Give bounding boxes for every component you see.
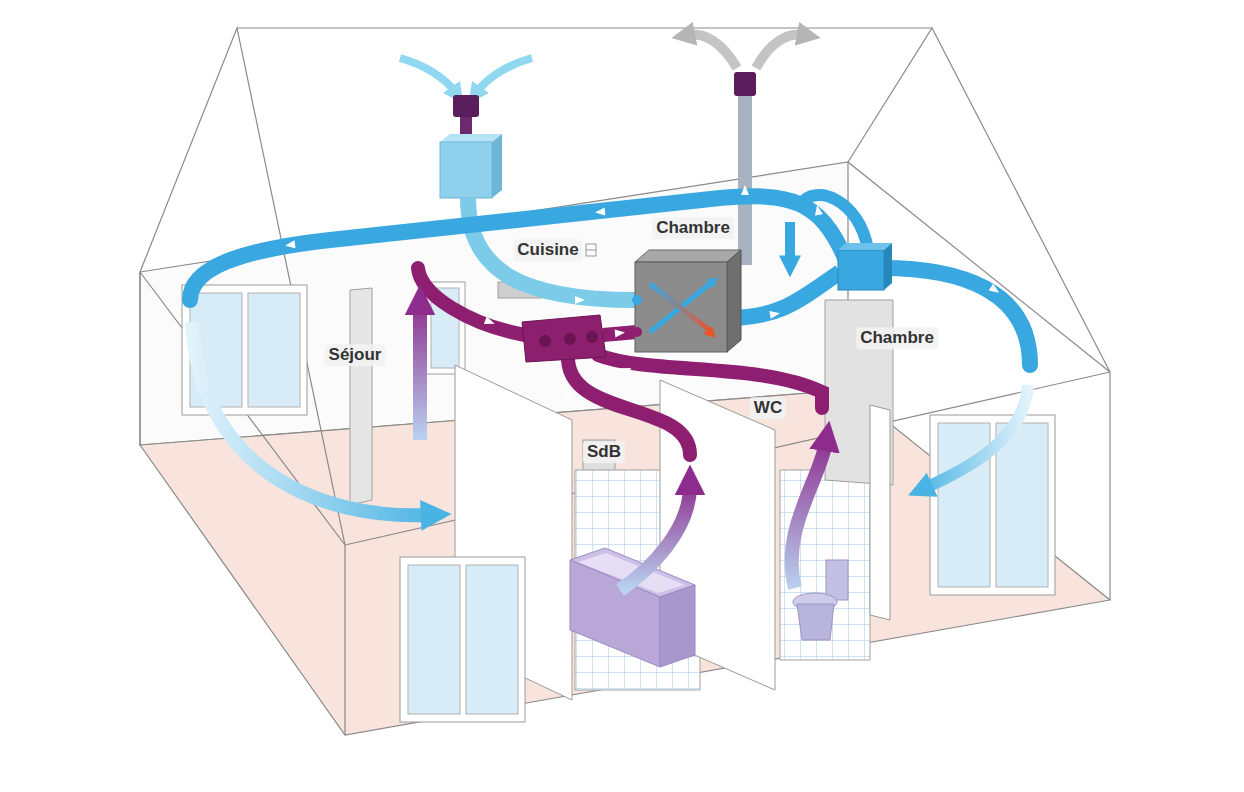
flow-arrow xyxy=(741,185,749,195)
window xyxy=(400,557,525,722)
supply-distributor xyxy=(838,243,892,250)
kitchen-icon xyxy=(586,250,596,251)
air-arrow xyxy=(688,34,737,68)
heat-exchanger xyxy=(635,262,727,352)
extract-duct xyxy=(598,355,822,408)
heat-exchanger xyxy=(635,250,741,262)
room-label: WC xyxy=(750,397,786,419)
exchanger-arrow xyxy=(703,326,716,338)
flow-arrow xyxy=(615,329,626,338)
air-arrow xyxy=(477,58,532,92)
air-arrow xyxy=(792,442,826,588)
bathtub xyxy=(660,585,695,667)
flow-arrow xyxy=(989,284,1002,296)
supply-duct xyxy=(190,196,845,300)
window-pane xyxy=(938,423,990,587)
exchanger-port xyxy=(632,295,642,305)
flow-arrow xyxy=(813,204,823,215)
collector-port xyxy=(539,335,551,347)
air-arrow xyxy=(192,322,430,515)
flow-arrow xyxy=(769,309,780,319)
intake-box xyxy=(492,134,502,198)
supply-arrow xyxy=(785,222,795,262)
collector-port xyxy=(564,333,576,345)
supply-distributor xyxy=(838,250,884,290)
exhaust-duct xyxy=(738,96,752,265)
supply-duct xyxy=(728,272,840,318)
room-label: Chambre xyxy=(652,217,734,239)
toilet xyxy=(826,560,848,600)
wall-edge xyxy=(139,272,140,445)
wall-edge xyxy=(1109,372,1110,600)
supply-distributor xyxy=(884,243,892,290)
supply-duct xyxy=(882,268,1030,365)
air-arrow xyxy=(620,486,690,590)
intake-cap xyxy=(453,95,479,117)
flow-arrows xyxy=(284,185,1001,400)
kitchen-icon xyxy=(586,244,596,256)
toilet xyxy=(797,604,834,640)
wc-wall xyxy=(870,405,890,620)
exchanger-port xyxy=(632,327,642,337)
heat-exchanger xyxy=(727,250,741,352)
air-arrow xyxy=(925,385,1028,488)
flow-arrow xyxy=(284,240,295,249)
exchanger-arrow xyxy=(650,284,712,332)
flow-arrow xyxy=(564,390,572,400)
air-arrow xyxy=(413,306,427,440)
air-arrow xyxy=(400,58,455,92)
flow-arrow xyxy=(575,296,585,304)
air-arrow xyxy=(756,34,804,68)
room-label: Chambre xyxy=(856,327,938,349)
window-pane xyxy=(996,423,1048,587)
floor xyxy=(140,390,1110,735)
room-label: Cuisine xyxy=(513,239,582,261)
extract-collector xyxy=(522,315,606,362)
room-label: Séjour xyxy=(325,344,386,366)
window-pane xyxy=(408,565,460,714)
room-label: SdB xyxy=(583,441,625,463)
exchanger-arrow xyxy=(650,282,712,332)
collector-port xyxy=(586,331,598,343)
partition-wall xyxy=(350,288,372,505)
intake-box xyxy=(440,134,502,142)
supply-duct xyxy=(800,195,868,250)
extract-duct xyxy=(418,268,525,335)
roof-ridge xyxy=(237,27,932,28)
flow-arrow xyxy=(484,317,496,328)
flow-arrow xyxy=(595,207,606,216)
wall-edge xyxy=(344,545,345,735)
intake-box xyxy=(440,142,492,198)
window-pane xyxy=(248,293,300,407)
flow-arrow xyxy=(619,365,631,376)
left-gable xyxy=(140,28,345,545)
window-pane xyxy=(466,565,518,714)
exhaust-cap xyxy=(734,72,756,96)
